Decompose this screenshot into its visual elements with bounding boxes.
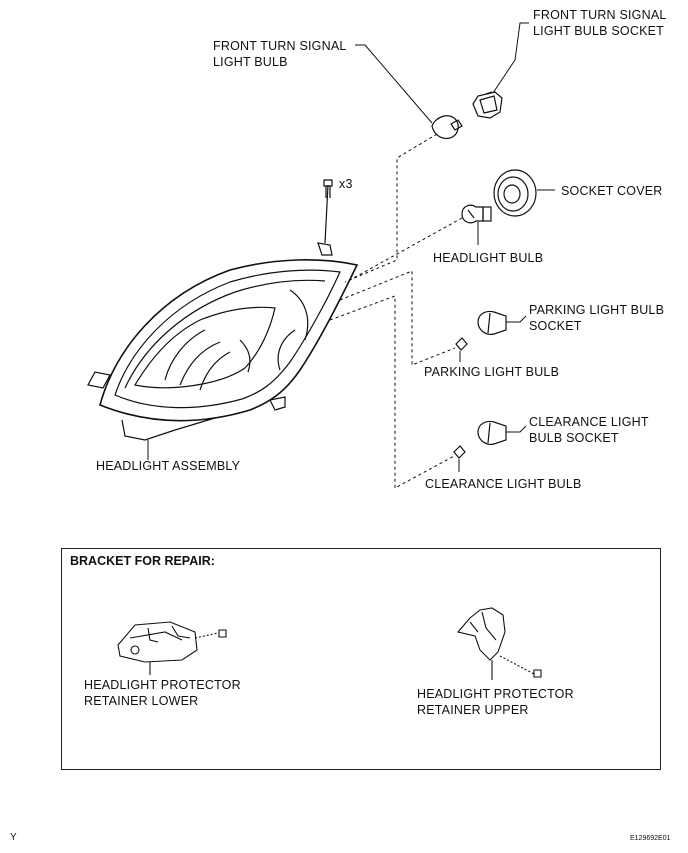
bolt-quantity-label: x3 [339,177,353,191]
repair-box-title: BRACKET FOR REPAIR: [70,554,215,568]
label-parking-light-bulb-socket: PARKING LIGHT BULB SOCKET [529,303,665,333]
label-socket-cover: SOCKET COVER [561,184,663,198]
label-clearance-light-bulb: CLEARANCE LIGHT BULB [425,477,582,491]
front-turn-signal-bulb-drawing [431,115,463,140]
leader-lines [147,22,555,472]
upper-retainer-drawing [456,607,542,680]
clearance-light-socket-drawing [477,420,507,445]
parking-light-bulb-drawing [455,337,468,351]
parking-light-socket-drawing [477,310,507,335]
label-parking-light-bulb: PARKING LIGHT BULB [424,365,560,379]
lower-retainer-drawing [117,621,227,675]
clearance-light-bulb-drawing [453,445,466,459]
label-headlight-assembly: HEADLIGHT ASSEMBLY [96,459,241,473]
socket-cover-drawing [493,169,537,217]
label-headlight-protector-retainer-lower: HEADLIGHT PROTECTOR RETAINER LOWER [84,678,241,708]
label-front-turn-signal-light-bulb: FRONT TURN SIGNAL LIGHT BULB [213,39,347,69]
bracket-for-repair-box: BRACKET FOR REPAIR: [61,548,661,770]
label-headlight-protector-retainer-upper: HEADLIGHT PROTECTOR RETAINER UPPER [417,687,574,717]
front-turn-signal-socket-drawing [472,91,503,119]
figure-reference-code: E129692E01 [630,835,671,842]
headlight-assembly-drawing [87,179,359,441]
alignment-lines [329,133,463,489]
label-headlight-bulb: HEADLIGHT BULB [433,251,544,265]
headlight-bulb-drawing [461,204,492,224]
label-clearance-light-bulb-socket: CLEARANCE LIGHT BULB SOCKET [529,415,649,445]
footer-left-code: Y [10,832,17,843]
label-front-turn-signal-light-bulb-socket: FRONT TURN SIGNAL LIGHT BULB SOCKET [533,8,667,38]
